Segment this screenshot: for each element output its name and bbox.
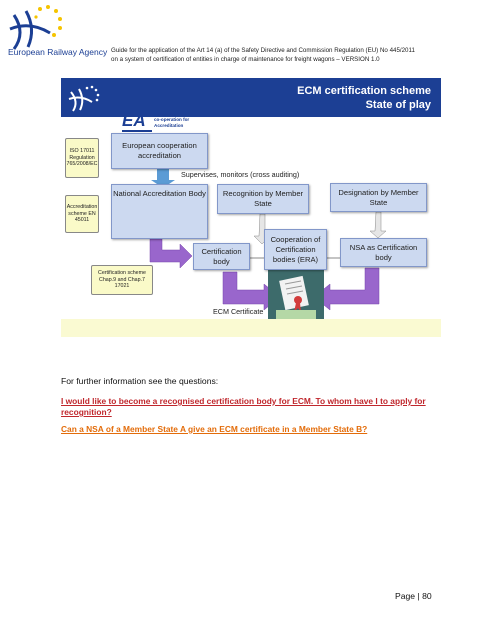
ecm-certificate-label: ECM Certificate xyxy=(213,307,264,316)
ea-logo: EA xyxy=(122,112,152,132)
further-info-text: For further information see the question… xyxy=(61,376,219,386)
ea-logo-caption: European co-operation for Accreditation xyxy=(154,112,189,128)
slide-bottom-band xyxy=(61,319,441,337)
era-logo xyxy=(6,3,66,51)
box-european-cooperation: European cooperation accreditation xyxy=(111,133,208,169)
page-number: Page | 80 xyxy=(395,591,432,601)
arrow-nab-to-cb xyxy=(149,238,193,269)
box-certification-body: Certification body xyxy=(193,243,250,270)
note-iso-text: ISO 17011 Regulation 765/2008/EC xyxy=(66,148,98,168)
slide-title: ECM certification scheme State of play xyxy=(297,84,431,112)
supervises-label: Supervises, monitors (cross auditing) xyxy=(181,170,300,179)
ea-caption-line2: co-operation for xyxy=(154,117,190,123)
box-cooperation: Cooperation of Certification bodies (ERA… xyxy=(264,229,327,270)
arrow-down-1 xyxy=(151,169,175,188)
document-header: Guide for the application of the Art 14 … xyxy=(111,46,415,64)
note-certification-text: Certification scheme Chap.9 and Chap.7 1… xyxy=(98,270,146,290)
ea-caption-line3: Accreditation xyxy=(154,122,184,128)
ea-caption-line1: European xyxy=(154,112,176,117)
note-accreditation-scheme: Accreditation scheme EN 45011 xyxy=(65,195,99,233)
box-national-accreditation-label: National Accreditation Body xyxy=(113,189,206,198)
box-designation-label: Designation by Member State xyxy=(338,187,419,207)
document-header-line1: Guide for the application of the Art 14 … xyxy=(111,47,415,54)
note-iso: ISO 17011 Regulation 765/2008/EC xyxy=(65,138,99,178)
slide-title-line2: State of play xyxy=(365,99,431,111)
certificate-illustration xyxy=(268,270,324,322)
box-certification-body-label: Certification body xyxy=(201,246,242,266)
box-european-cooperation-label: European cooperation accreditation xyxy=(122,141,197,160)
box-national-accreditation: National Accreditation Body xyxy=(111,184,208,239)
document-header-line2: on a system of certification of entities… xyxy=(111,56,380,63)
box-designation: Designation by Member State xyxy=(330,183,427,212)
box-recognition: Recognition by Member State xyxy=(217,184,309,214)
link-recognised-certification-body[interactable]: I would like to become a recognised cert… xyxy=(61,396,426,417)
box-nsa-label: NSA as Certification body xyxy=(349,242,418,262)
box-recognition-label: Recognition by Member State xyxy=(222,189,304,208)
box-cooperation-label: Cooperation of Certification bodies (ERA… xyxy=(270,234,321,264)
arrow-designation xyxy=(369,211,387,239)
slide-title-line1: ECM certification scheme xyxy=(297,85,431,97)
box-nsa: NSA as Certification body xyxy=(340,238,427,267)
slide-title-bar: ECM certification scheme State of play xyxy=(61,78,441,117)
note-certification-scheme: Certification scheme Chap.9 and Chap.7 1… xyxy=(91,265,153,295)
note-accreditation-text: Accreditation scheme EN 45011 xyxy=(66,204,98,224)
ea-logo-mark: EA xyxy=(122,112,152,132)
agency-name: European Railway Agency xyxy=(8,47,108,57)
link-nsa-ecm-certificate[interactable]: Can a NSA of a Member State A give an EC… xyxy=(61,424,368,434)
eu-stars-logo xyxy=(68,85,100,112)
